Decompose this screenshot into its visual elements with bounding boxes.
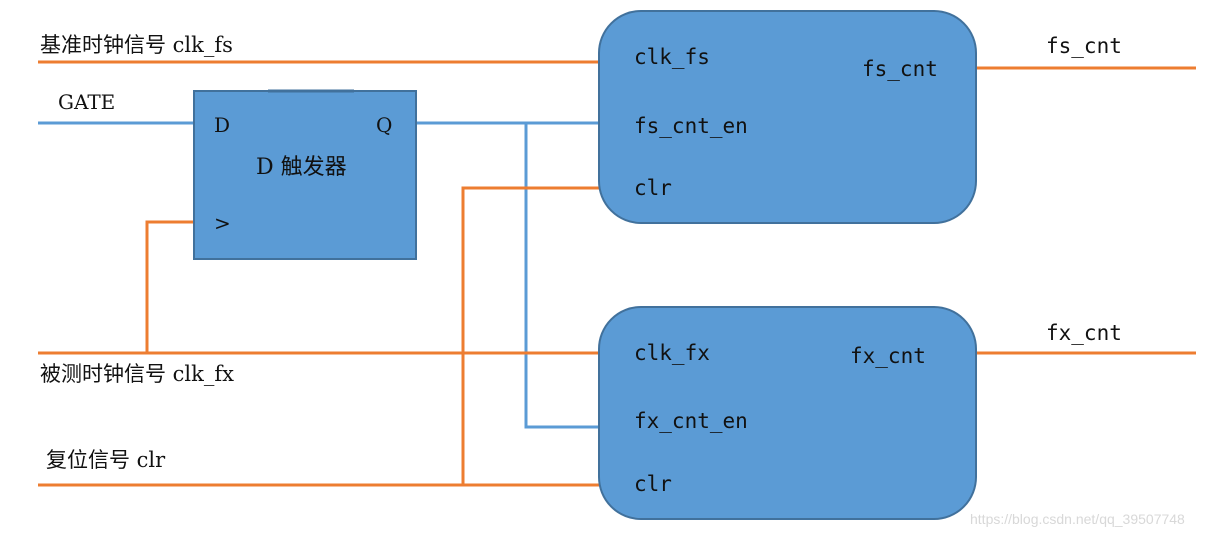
dff-q-pin: Q — [376, 113, 392, 137]
input-label-gate: GATE — [58, 90, 115, 114]
counter-fx-box — [598, 306, 977, 520]
d-flip-flop: D Q D 触发器 > — [193, 89, 417, 260]
output-label-fx-cnt: fx_cnt — [1046, 321, 1122, 345]
wire-clk-fx-dff — [145, 220, 194, 353]
input-label-clk-fs: 基准时钟信号 clk_fs — [40, 33, 233, 57]
dff-title: D 触发器 — [256, 155, 347, 180]
counter-fs-block: clk_fs fs_cnt fs_cnt_en clr — [598, 10, 977, 224]
counter-fx-block: clk_fx fx_cnt fx_cnt_en clr — [598, 306, 977, 520]
counter-fx-clr-port: clr — [634, 472, 672, 496]
counter-fs-clr-port: clr — [634, 176, 672, 200]
counter-fx-en-port: fx_cnt_en — [634, 409, 748, 433]
counter-fs-en-port: fs_cnt_en — [634, 114, 748, 138]
wires — [38, 60, 1196, 487]
counter-fs-out-port: fs_cnt — [862, 57, 938, 81]
counter-fx-clk-port: clk_fx — [634, 341, 710, 365]
dff-d-pin: D — [214, 113, 230, 137]
counter-fs-clk-port: clk_fs — [634, 45, 710, 69]
input-label-clr: 复位信号 clr — [46, 448, 166, 472]
wire-q-fx-en — [524, 123, 600, 429]
watermark-text: https://blog.csdn.net/qq_39507748 — [970, 511, 1185, 527]
wire-clr-fs — [461, 186, 600, 485]
counter-fx-out-port: fx_cnt — [850, 344, 926, 368]
dff-clock-pin: > — [214, 211, 231, 235]
input-label-clk-fx: 被测时钟信号 clk_fx — [40, 362, 234, 386]
output-label-fs-cnt: fs_cnt — [1046, 34, 1122, 58]
counter-fs-box — [598, 10, 977, 224]
